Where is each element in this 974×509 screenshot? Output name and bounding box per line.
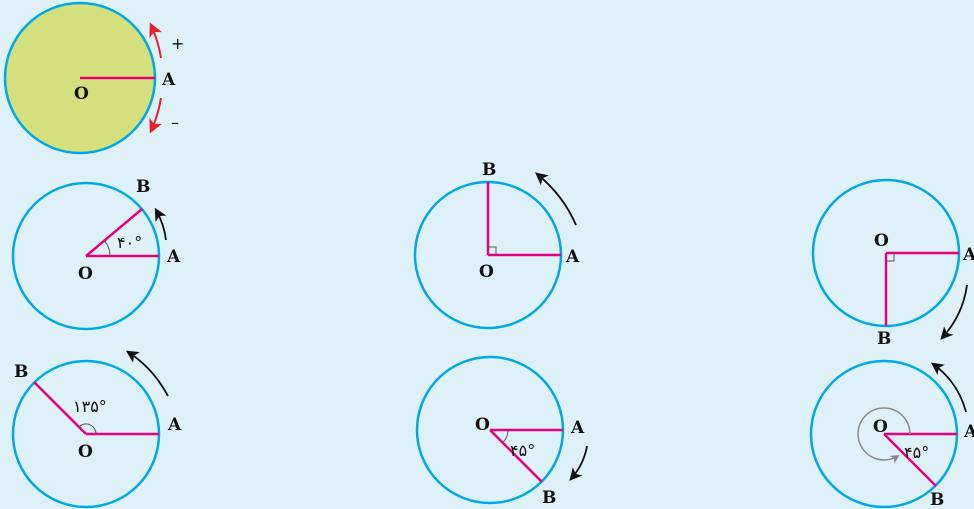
label-a: A [570, 418, 585, 438]
label-a: A [167, 415, 182, 435]
label-o: O [78, 442, 93, 462]
figure-angle-45-reflex: O A B ۴۵° [809, 359, 974, 509]
label-b: B [930, 490, 944, 509]
figure-angle-45-cw: O A B ۴۵° [415, 355, 588, 508]
label-b: B [542, 488, 556, 508]
ray-ob [85, 208, 143, 257]
label-b: B [877, 329, 891, 349]
positive-sign: + [171, 34, 184, 53]
label-b: B [136, 177, 150, 197]
rotation-arrow [930, 362, 967, 413]
figure-angle-135: O A B ۱۳۵° [11, 350, 182, 509]
angle-arc [78, 423, 97, 435]
right-angle-mark [488, 246, 497, 255]
ray-ob [33, 381, 87, 435]
label-a: A [166, 247, 181, 267]
label-a: A [962, 245, 974, 265]
rotation-arrow [125, 350, 169, 397]
label-o: O [475, 415, 490, 435]
angle-label: ۴۵° [904, 443, 929, 462]
angle-arc [502, 429, 509, 444]
label-o: O [873, 417, 888, 437]
right-angle-mark [886, 253, 895, 262]
positive-direction-arrow [149, 22, 163, 59]
rotation-arrow [535, 172, 577, 226]
label-b: B [14, 362, 28, 382]
label-o: O [874, 231, 889, 251]
rotation-arrow [940, 284, 968, 340]
negative-direction-arrow [149, 97, 163, 134]
angle-label: ۱۳۵° [73, 397, 107, 416]
label-o: O [479, 262, 494, 282]
ray-ob [883, 433, 937, 487]
rotation-arrow [569, 445, 588, 481]
negative-sign: – [171, 113, 179, 132]
label-a: A [161, 70, 176, 90]
label-o: O [74, 84, 89, 104]
figure-angle-40: O A B ۴۰° [11, 177, 181, 331]
figure-angle-90-cw: O A B [811, 178, 974, 349]
angle-arc [104, 240, 111, 257]
figure-angle-90-ccw: O A B [413, 160, 580, 330]
label-a: A [565, 247, 580, 267]
rotation-arrow [154, 207, 167, 241]
angle-label: ۴۰° [117, 233, 142, 252]
figure-direction: O A + – [3, 1, 184, 155]
label-b: B [482, 160, 496, 180]
ray-ob [489, 429, 543, 483]
full-rotation-arc [857, 407, 911, 464]
label-a: A [963, 422, 974, 442]
label-o: O [78, 264, 93, 284]
angle-label: ۴۵° [510, 441, 535, 460]
